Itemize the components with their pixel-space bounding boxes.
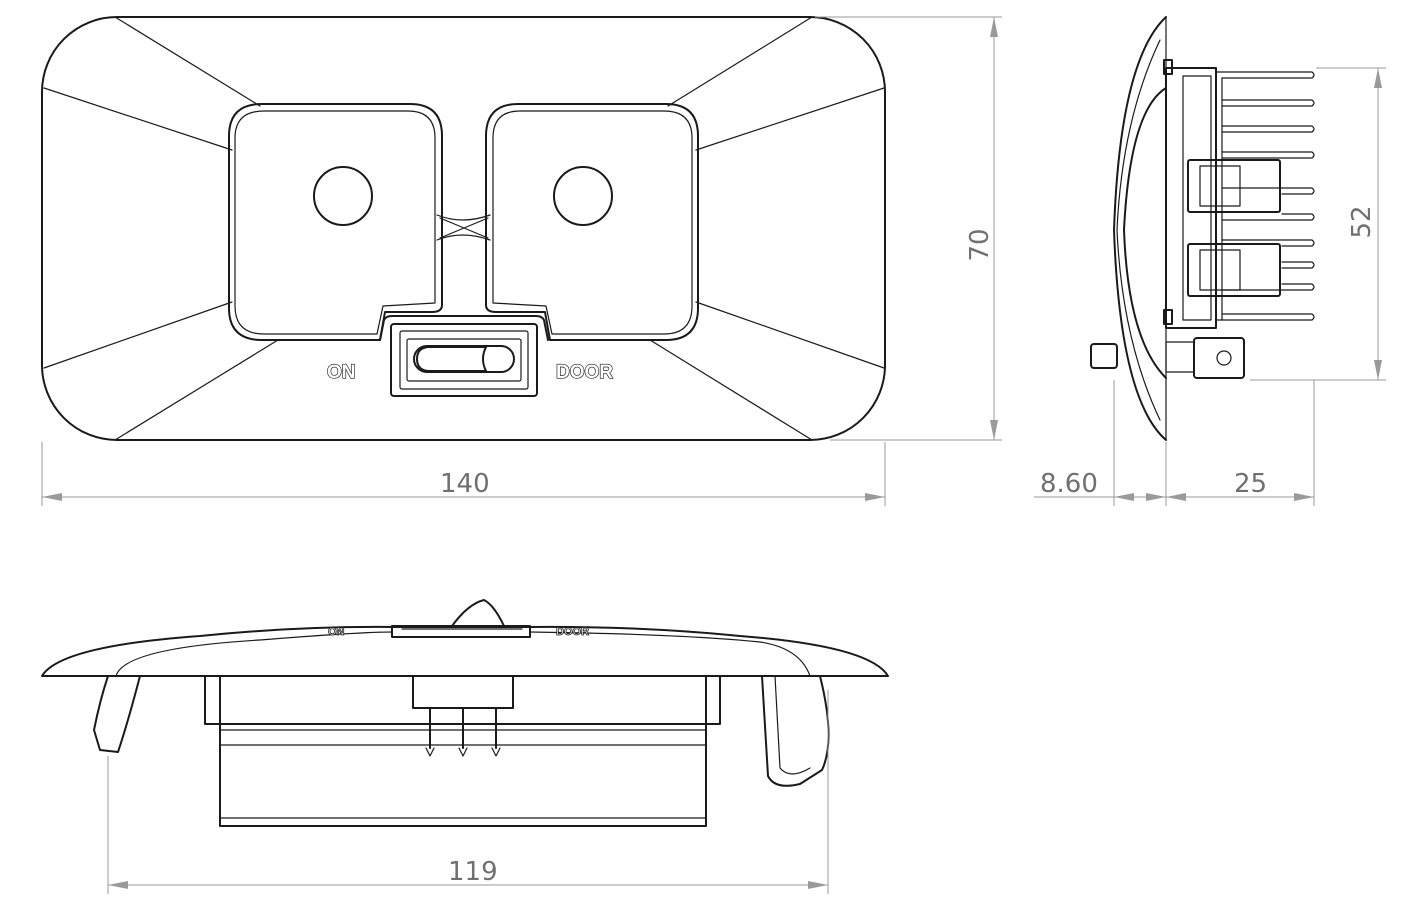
- top-housing: [204, 675, 721, 827]
- top-connector: [412, 675, 514, 757]
- on-label: ON: [327, 362, 356, 383]
- top-door-label: DOOR: [556, 626, 589, 638]
- right-lamp-button[interactable]: [553, 166, 613, 226]
- top-switch: [391, 599, 531, 638]
- top-faceplate: [41, 625, 889, 677]
- front-bevel-lines: [43, 16, 885, 441]
- top-view: ON DOOR: [41, 599, 889, 827]
- side-terminal: [1165, 337, 1245, 379]
- side-plunger: [1090, 343, 1118, 369]
- left-lamp-button[interactable]: [313, 166, 373, 226]
- dimension-cutout-height: 52: [1250, 67, 1386, 381]
- top-left-clip: [93, 675, 141, 753]
- faceplate-depth-value: 8.60: [1040, 469, 1098, 499]
- switch-knob[interactable]: [416, 346, 487, 372]
- height-value: 70: [965, 228, 995, 261]
- cutout-height-value: 52: [1347, 205, 1377, 238]
- dimension-overall-height: 70: [815, 16, 1002, 441]
- front-view: ON DOOR: [41, 16, 886, 441]
- door-label: DOOR: [556, 362, 613, 383]
- dimension-overall-width: 140: [41, 442, 886, 506]
- front-bezel-outline: [41, 16, 886, 441]
- right-lens: [485, 103, 699, 341]
- cutout-width-value: 119: [448, 857, 498, 887]
- top-on-label: ON: [328, 626, 345, 638]
- side-view: [1090, 16, 1315, 441]
- body-depth-value: 25: [1234, 469, 1267, 499]
- dimension-depths: 8.60 25: [1034, 380, 1315, 506]
- side-faceplate: [1113, 16, 1167, 441]
- top-right-clip: [761, 675, 830, 787]
- switch-slot: [413, 345, 515, 373]
- slide-switch[interactable]: [379, 315, 549, 397]
- lens-bridge: [436, 214, 491, 241]
- dimension-cutout-width: 119: [107, 690, 829, 894]
- side-contacts: [1187, 159, 1281, 297]
- left-lens: [228, 103, 443, 341]
- side-fins: [1215, 71, 1315, 321]
- side-housing: [1163, 59, 1217, 329]
- width-value: 140: [440, 469, 490, 499]
